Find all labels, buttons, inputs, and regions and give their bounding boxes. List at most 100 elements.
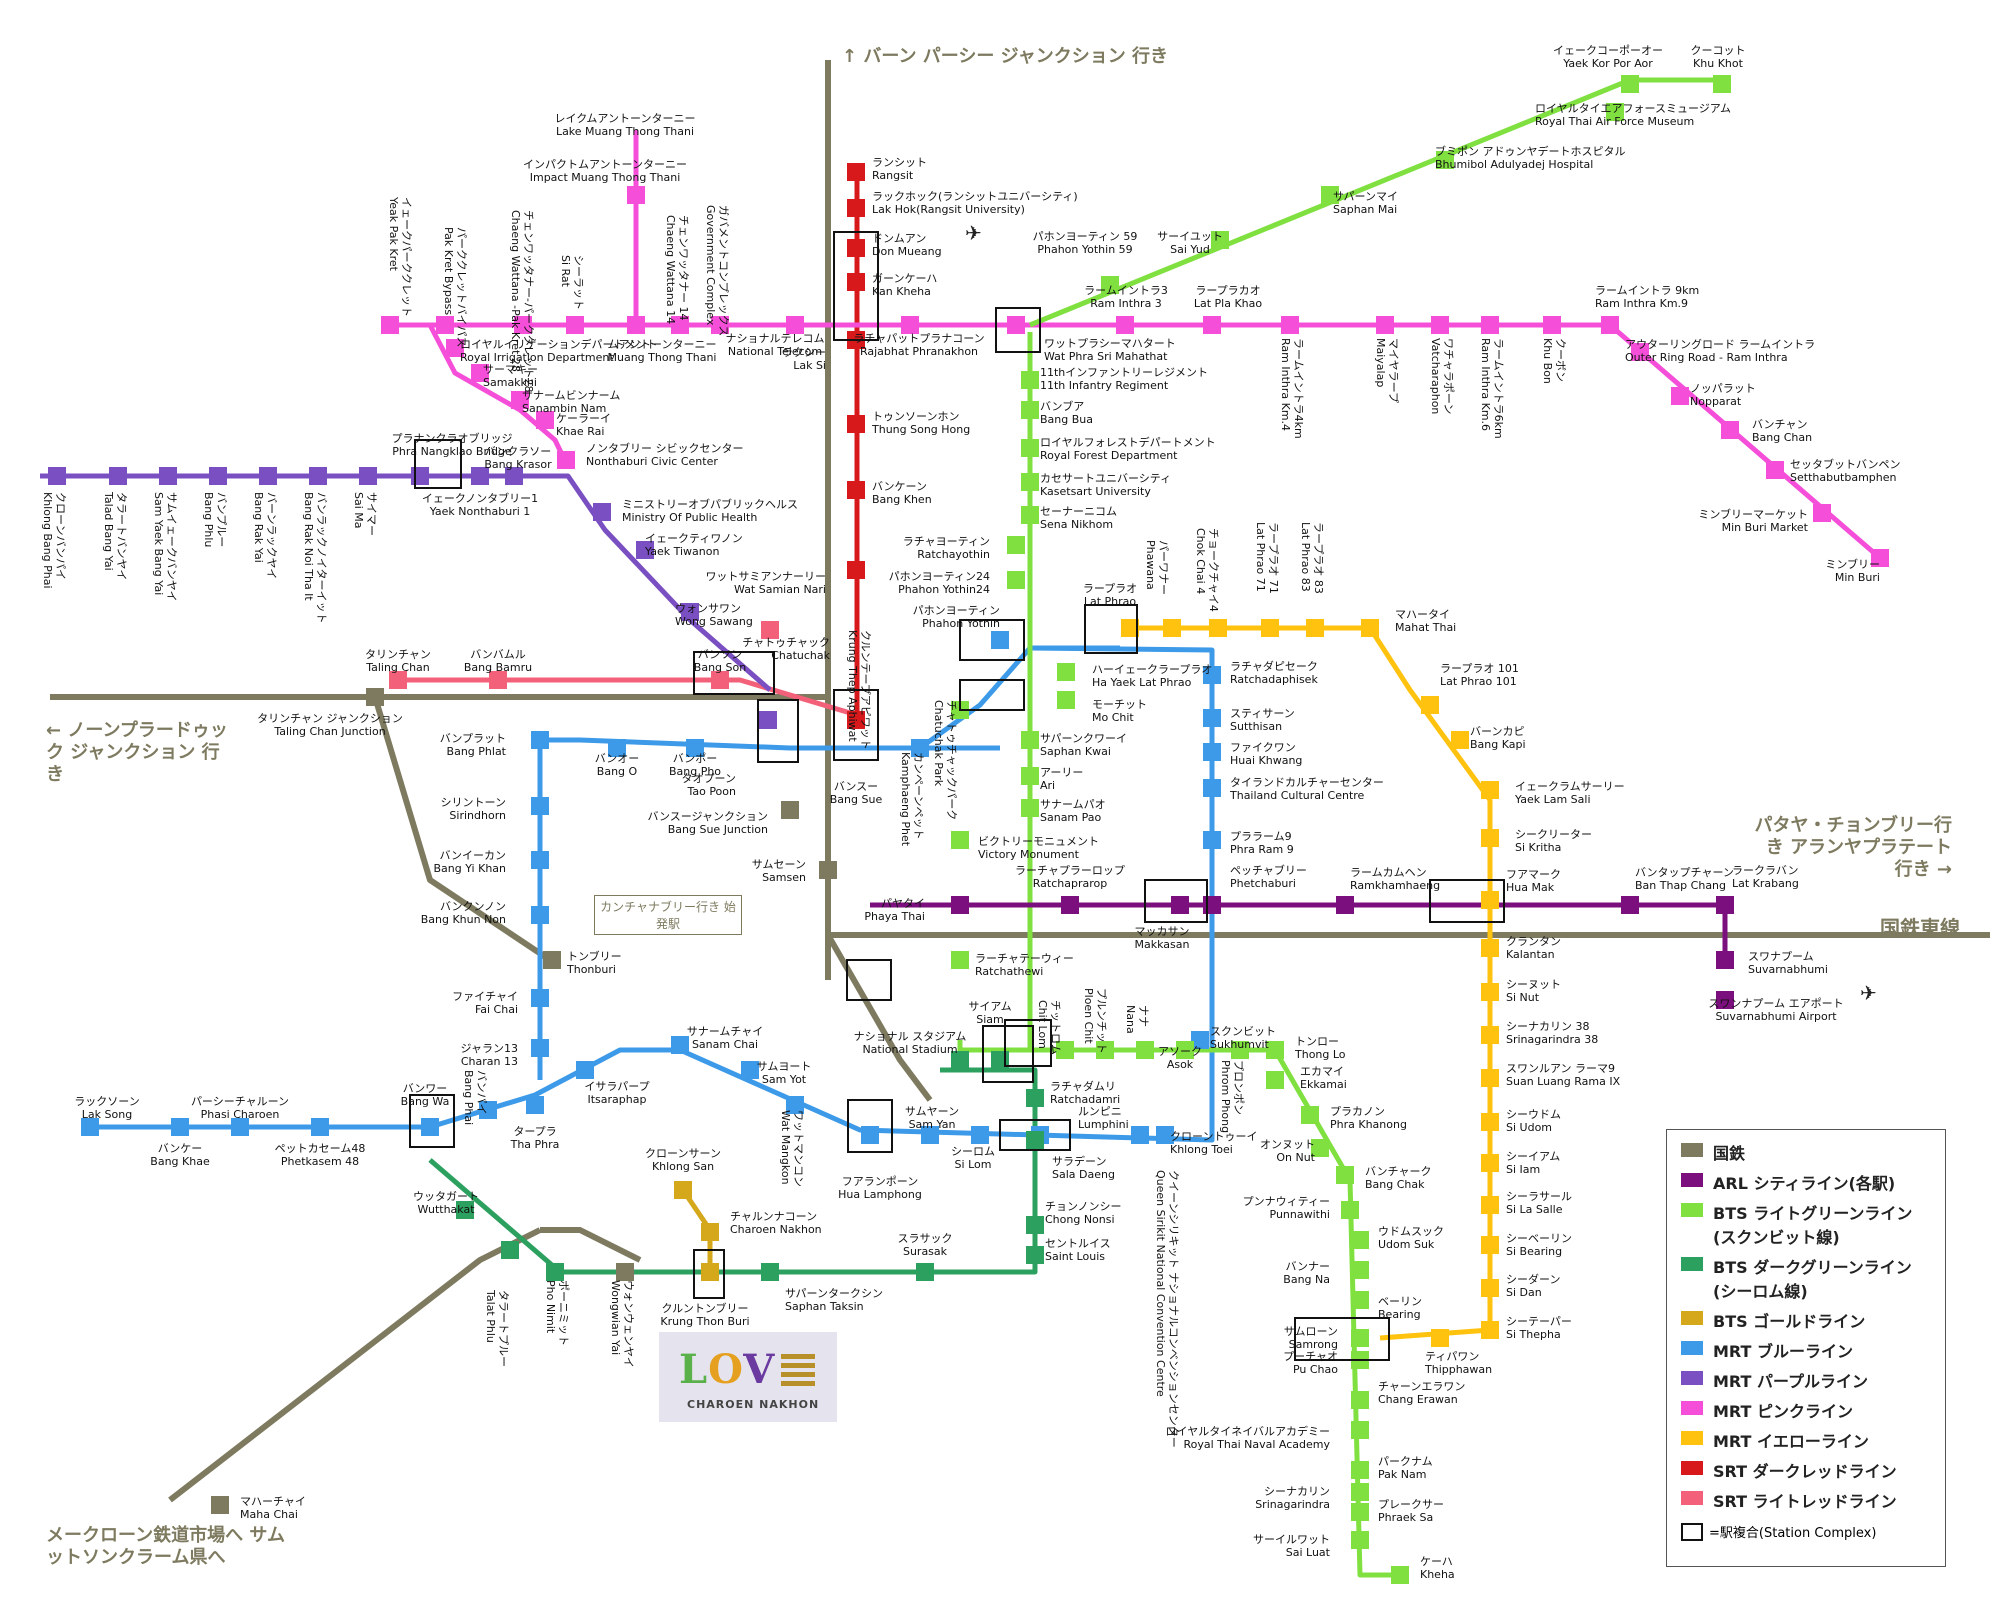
station-marker[interactable] — [1121, 619, 1139, 637]
station-marker[interactable] — [109, 467, 127, 485]
station-marker[interactable] — [951, 831, 969, 849]
station-marker[interactable] — [627, 316, 645, 334]
station-marker[interactable] — [1021, 799, 1039, 817]
station-marker[interactable] — [847, 711, 865, 729]
station-marker[interactable] — [759, 711, 777, 729]
station-marker[interactable] — [1116, 316, 1134, 334]
station-marker[interactable] — [1601, 316, 1619, 334]
station-marker[interactable] — [531, 1039, 549, 1057]
station-marker[interactable] — [1061, 896, 1079, 914]
station-marker[interactable] — [608, 739, 626, 757]
station-marker[interactable] — [1351, 1461, 1369, 1479]
station-marker[interactable] — [1026, 1216, 1044, 1234]
station-marker[interactable] — [511, 391, 529, 409]
station-marker[interactable] — [1026, 1246, 1044, 1264]
station-marker[interactable] — [1021, 439, 1039, 457]
station-marker[interactable] — [1351, 1231, 1369, 1249]
station-marker[interactable] — [1481, 1196, 1499, 1214]
station-marker[interactable] — [1481, 1026, 1499, 1044]
station-marker[interactable] — [531, 906, 549, 924]
station-marker[interactable] — [1021, 767, 1039, 785]
station-marker[interactable] — [1211, 231, 1229, 249]
station-marker[interactable] — [1351, 1503, 1369, 1521]
station-marker[interactable] — [1351, 1291, 1369, 1309]
station-marker[interactable] — [1203, 779, 1221, 797]
station-marker[interactable] — [1391, 1566, 1409, 1584]
station-marker[interactable] — [741, 1061, 759, 1079]
station-marker[interactable] — [1481, 781, 1499, 799]
station-marker[interactable] — [309, 467, 327, 485]
station-marker[interactable] — [1261, 619, 1279, 637]
station-marker[interactable] — [536, 411, 554, 429]
station-marker[interactable] — [616, 1263, 634, 1281]
station-marker[interactable] — [531, 851, 549, 869]
station-marker[interactable] — [1101, 276, 1119, 294]
station-marker[interactable] — [847, 415, 865, 433]
station-marker[interactable] — [991, 631, 1009, 649]
station-marker[interactable] — [543, 951, 561, 969]
station-marker[interactable] — [1163, 619, 1181, 637]
station-marker[interactable] — [1171, 896, 1189, 914]
station-marker[interactable] — [479, 1101, 497, 1119]
station-marker[interactable] — [951, 951, 969, 969]
station-marker[interactable] — [1007, 571, 1025, 589]
station-marker[interactable] — [1351, 1391, 1369, 1409]
station-marker[interactable] — [436, 316, 454, 334]
station-marker[interactable] — [311, 1118, 329, 1136]
station-marker[interactable] — [526, 1096, 544, 1114]
station-marker[interactable] — [847, 163, 865, 181]
station-marker[interactable] — [1716, 991, 1734, 1009]
station-marker[interactable] — [1431, 1329, 1449, 1347]
station-marker[interactable] — [1156, 1126, 1174, 1144]
station-marker[interactable] — [951, 896, 969, 914]
station-marker[interactable] — [1057, 691, 1075, 709]
station-marker[interactable] — [411, 467, 429, 485]
station-marker[interactable] — [1191, 1031, 1209, 1049]
station-marker[interactable] — [81, 1118, 99, 1136]
station-marker[interactable] — [971, 1126, 989, 1144]
station-marker[interactable] — [847, 481, 865, 499]
station-marker[interactable] — [1351, 1329, 1369, 1347]
station-marker[interactable] — [1021, 401, 1039, 419]
station-marker[interactable] — [1716, 951, 1734, 969]
station-marker[interactable] — [701, 1263, 719, 1281]
station-marker[interactable] — [1421, 696, 1439, 714]
station-marker[interactable] — [627, 186, 645, 204]
station-marker[interactable] — [1266, 1041, 1284, 1059]
station-marker[interactable] — [711, 316, 729, 334]
station-marker[interactable] — [901, 316, 919, 334]
station-marker[interactable] — [1671, 387, 1689, 405]
station-marker[interactable] — [1136, 1041, 1154, 1059]
station-marker[interactable] — [1361, 619, 1379, 637]
station-marker[interactable] — [1021, 506, 1039, 524]
station-marker[interactable] — [1336, 1166, 1354, 1184]
station-marker[interactable] — [1203, 666, 1221, 684]
station-marker[interactable] — [471, 467, 489, 485]
station-marker[interactable] — [1451, 731, 1469, 749]
station-marker[interactable] — [861, 1126, 879, 1144]
station-marker[interactable] — [1203, 896, 1221, 914]
station-marker[interactable] — [1481, 829, 1499, 847]
station-marker[interactable] — [159, 467, 177, 485]
station-marker[interactable] — [1376, 316, 1394, 334]
station-marker[interactable] — [366, 688, 384, 706]
station-marker[interactable] — [531, 989, 549, 1007]
station-marker[interactable] — [636, 541, 654, 559]
station-marker[interactable] — [1057, 663, 1075, 681]
station-marker[interactable] — [1481, 939, 1499, 957]
station-marker[interactable] — [951, 1051, 969, 1069]
station-marker[interactable] — [593, 503, 611, 521]
station-marker[interactable] — [681, 603, 699, 621]
station-marker[interactable] — [1481, 1154, 1499, 1172]
station-marker[interactable] — [471, 364, 489, 382]
station-marker[interactable] — [1301, 1106, 1319, 1124]
station-marker[interactable] — [1813, 504, 1831, 522]
station-marker[interactable] — [761, 1263, 779, 1281]
station-marker[interactable] — [847, 273, 865, 291]
station-marker[interactable] — [819, 861, 837, 879]
station-marker[interactable] — [1131, 1126, 1149, 1144]
station-marker[interactable] — [576, 1061, 594, 1079]
station-marker[interactable] — [1351, 1531, 1369, 1549]
station-marker[interactable] — [1436, 151, 1454, 169]
station-marker[interactable] — [1007, 316, 1025, 334]
